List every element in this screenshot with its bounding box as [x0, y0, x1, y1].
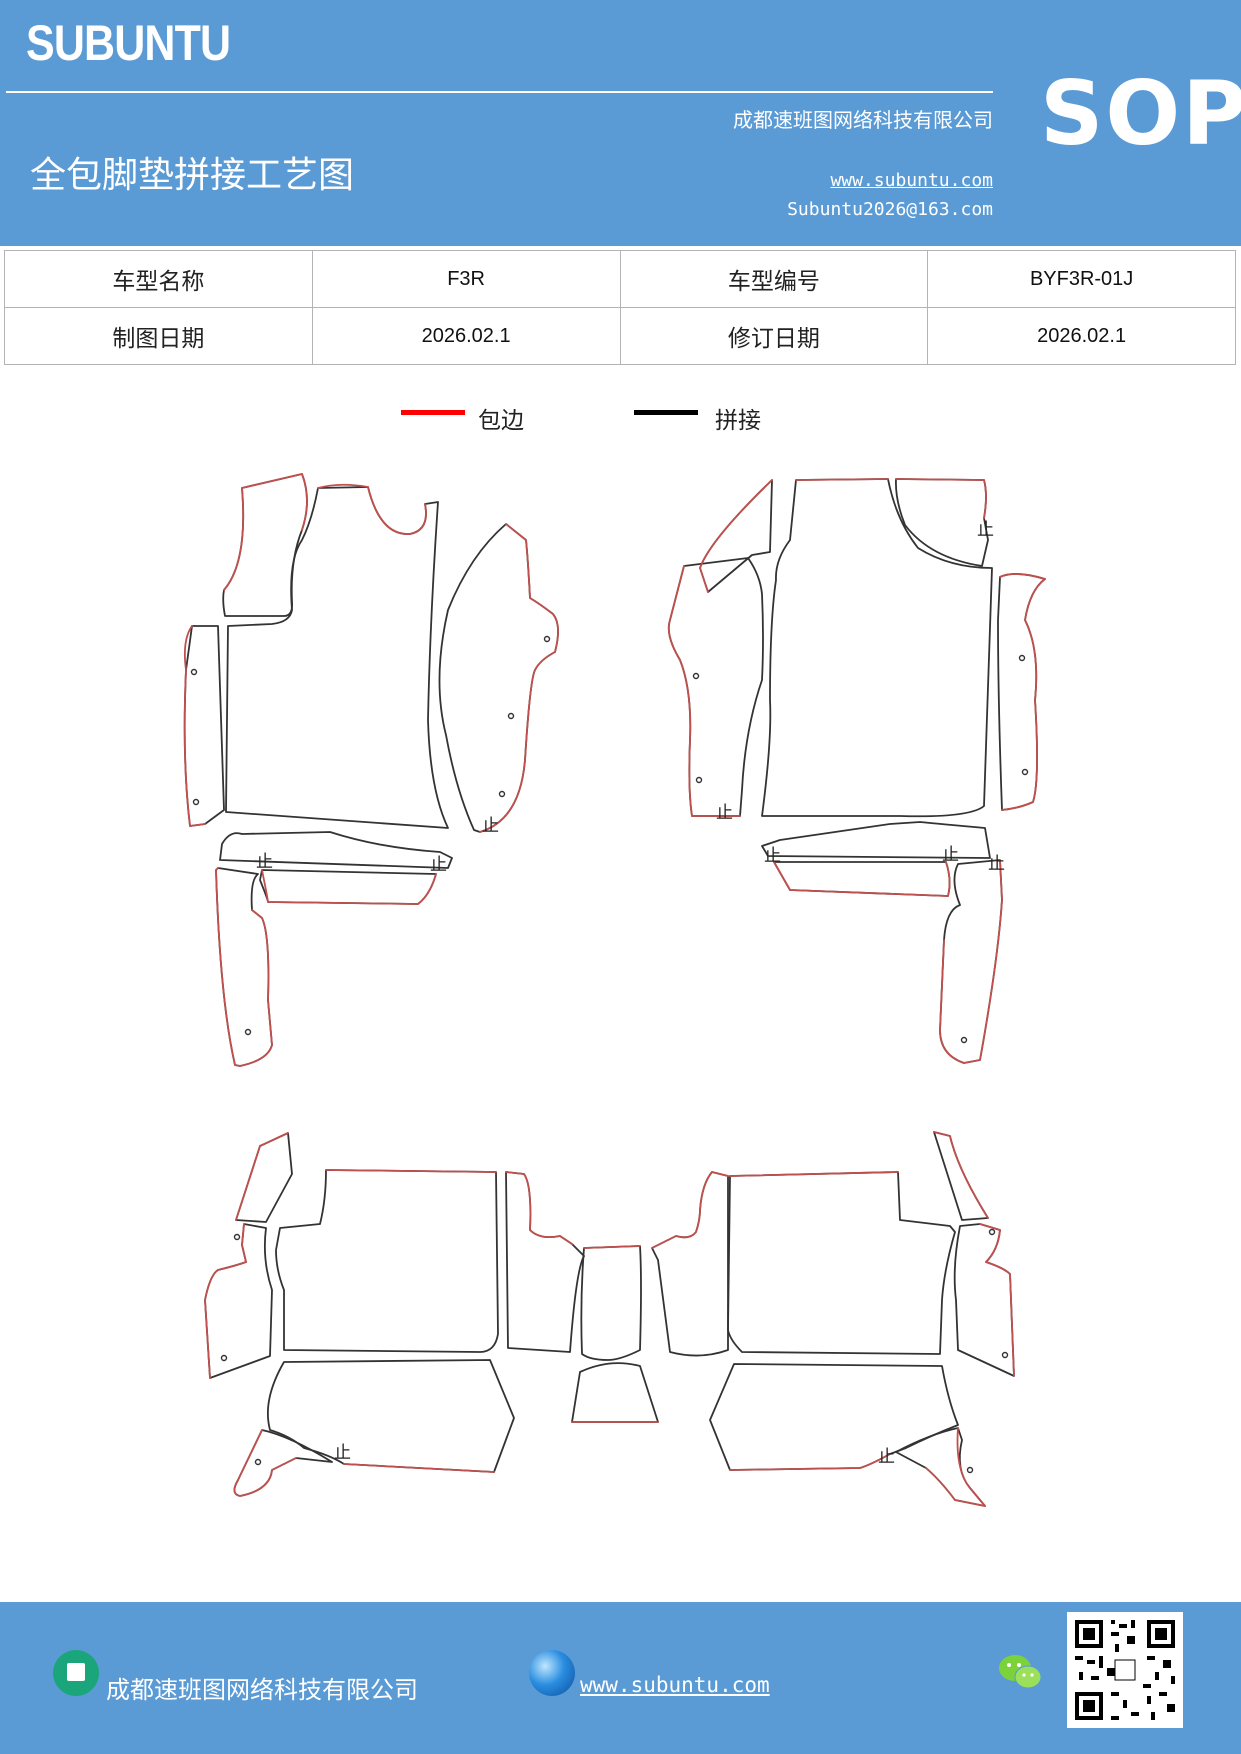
brand-logo: SUBUNTU — [26, 15, 231, 71]
building-icon — [53, 1650, 99, 1696]
header-divider — [6, 91, 993, 93]
legend-splice-label: 拼接 — [715, 408, 761, 434]
stop-mark: 止 — [977, 520, 994, 540]
stop-mark: 止 — [256, 852, 273, 872]
stop-mark: 止 — [482, 816, 499, 836]
legend-edge-swatch — [401, 410, 465, 415]
revise-date-label: 修订日期 — [619, 307, 929, 365]
legend-splice-swatch — [634, 410, 698, 415]
footer-company: 成都速班图网络科技有限公司 — [106, 1676, 418, 1704]
model-code-value: BYF3R-01J — [927, 250, 1236, 308]
splice-outlines — [183, 473, 1046, 1507]
header-banner: SUBUNTU 成都速班图网络科技有限公司 全包脚垫拼接工艺图 www.subu… — [0, 0, 1241, 246]
header-email: Subuntu2026@163.com — [787, 199, 993, 220]
stop-mark: 止 — [764, 846, 781, 866]
header-website-link[interactable]: www.subuntu.com — [830, 170, 993, 191]
revise-date-value: 2026.02.1 — [927, 307, 1236, 365]
info-row-dates: 制图日期 2026.02.1 修订日期 2026.02.1 — [4, 307, 1236, 365]
stop-mark: 止 — [334, 1443, 351, 1463]
draw-date-label: 制图日期 — [4, 307, 313, 365]
stop-mark: 止 — [942, 845, 959, 865]
model-name-label: 车型名称 — [4, 250, 313, 308]
stop-mark: 止 — [878, 1447, 895, 1467]
stop-mark: 止 — [430, 855, 447, 875]
header-company: 成都速班图网络科技有限公司 — [733, 108, 993, 132]
edge-binding-outlines — [183, 473, 1046, 1507]
sop-badge: SOP — [1040, 62, 1241, 165]
stop-mark: 止 — [716, 803, 733, 823]
model-name-value: F3R — [311, 250, 621, 308]
qr-code — [1067, 1612, 1183, 1728]
wechat-icon[interactable] — [997, 1652, 1043, 1692]
stop-marks: 止 止 止 止 止 止 止 止 止 止 — [256, 520, 1005, 1467]
info-table: 车型名称 F3R 车型编号 BYF3R-01J 制图日期 2026.02.1 修… — [4, 250, 1236, 365]
document-title: 全包脚垫拼接工艺图 — [30, 155, 355, 196]
footer-website-link[interactable]: www.subuntu.com — [580, 1673, 770, 1697]
stop-mark: 止 — [988, 854, 1005, 874]
info-row-model: 车型名称 F3R 车型编号 BYF3R-01J — [4, 250, 1236, 308]
model-code-label: 车型编号 — [619, 250, 929, 308]
mounting-holes — [190, 635, 1029, 1474]
legend-edge-label: 包边 — [478, 408, 524, 434]
draw-date-value: 2026.02.1 — [311, 307, 621, 365]
globe-icon — [529, 1650, 575, 1696]
